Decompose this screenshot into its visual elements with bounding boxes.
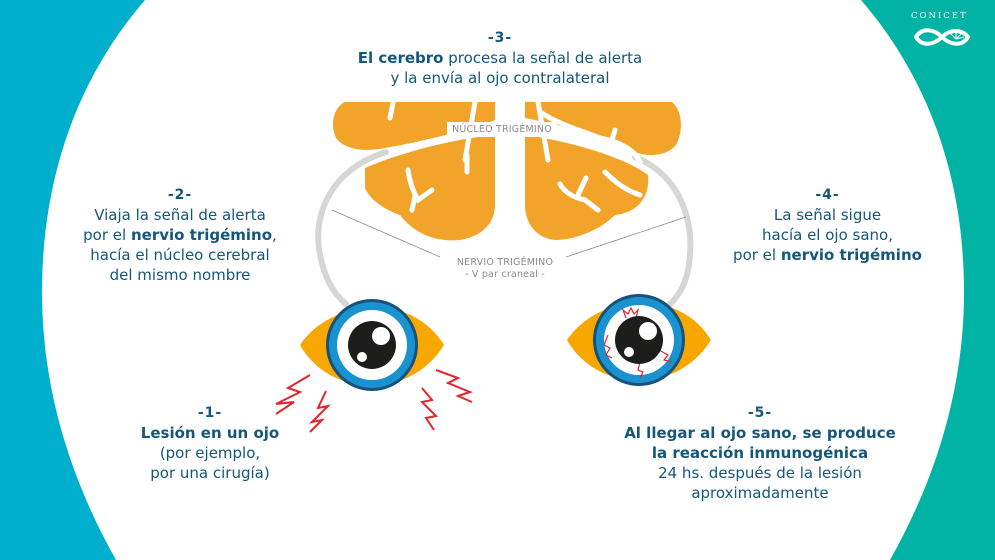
- right-nerve-arc: [632, 154, 694, 309]
- step-3-line-2: y la envía al ojo contralateral: [390, 69, 610, 87]
- step-1-bold: Lesión en un ojo: [140, 424, 280, 442]
- step-5-number: -5-: [747, 405, 773, 421]
- conicet-logo-text: CONICET: [911, 11, 968, 21]
- step-4-bold: nervio trigémino: [780, 246, 922, 264]
- white-center-ellipse: [42, 0, 964, 560]
- lightning-bolt-icon: [435, 369, 473, 403]
- step-2-line-4: del mismo nombre: [109, 266, 251, 284]
- step-4-block: -4- La señal sigue hacía el ojo sano, po…: [705, 185, 950, 265]
- conicet-infinity-sun-icon: [913, 28, 971, 46]
- lightning-bolt-icon: [308, 390, 332, 433]
- nerve-pointer-right: [565, 216, 687, 258]
- step-1-line-3: por una cirugía): [150, 464, 270, 482]
- step-3-line-1: El cerebro procesa la señal de alerta: [300, 48, 700, 68]
- step-1-block: -1- Lesión en un ojo (por ejemplo, por u…: [100, 403, 320, 483]
- injured-eye-icon: [300, 299, 444, 391]
- step-2-number: -2-: [167, 187, 193, 203]
- step-2-block: -2- Viaja la señal de alerta por el nerv…: [60, 185, 300, 285]
- step-1-line-2: (por ejemplo,: [159, 444, 261, 462]
- step-4-line-2: hacía el ojo sano,: [762, 226, 893, 244]
- step-2-line-2-post: ,: [272, 226, 277, 244]
- step-2-bold: nervio trigémino: [130, 226, 273, 244]
- nerve-sub-label-text: - V par craneal -: [465, 269, 545, 280]
- step-3-line-1-rest: procesa la señal de alerta: [443, 49, 643, 67]
- step-2-line-2-pre: por el: [83, 226, 131, 244]
- step-4-line-1: La señal sigue: [773, 206, 882, 224]
- step-2-line-3: hacía el núcleo cerebral: [90, 246, 270, 264]
- lightning-bolt-icon: [275, 374, 311, 415]
- step-1-number: -1-: [197, 405, 223, 421]
- nucleus-label-text: NÚCLEO TRIGÉMINO: [447, 122, 557, 137]
- step-2-line-1: Viaja la señal de alerta: [94, 206, 266, 224]
- nerve-label-text: NERVIO TRIGÉMINO: [456, 257, 554, 268]
- step-5-line-3: 24 hs. después de la lesión: [658, 464, 862, 482]
- step-2-line-2: por el nervio trigémino,: [60, 225, 300, 245]
- left-nerve-arc: [315, 149, 389, 307]
- step-5-bold-2: la reacción inmunogénica: [651, 444, 869, 462]
- nucleus-label: NÚCLEO TRIGÉMINO: [432, 122, 572, 137]
- step-3-block: -3- El cerebro procesa la señal de alert…: [300, 28, 700, 88]
- inflamed-eye-icon: [567, 294, 711, 386]
- nerve-label: NERVIO TRIGÉMINO - V par craneal -: [430, 257, 580, 281]
- step-5-bold-1: Al llegar al ojo sano, se produce: [624, 424, 896, 442]
- step-3-bold: El cerebro: [357, 49, 444, 67]
- lightning-bolt-icon: [419, 387, 439, 431]
- nerve-pointer-left: [331, 209, 441, 258]
- step-4-line-3: por el nervio trigémino: [705, 245, 950, 265]
- step-5-block: -5- Al llegar al ojo sano, se produce la…: [590, 403, 930, 503]
- step-4-number: -4-: [815, 187, 840, 203]
- step-3-number: -3-: [487, 30, 513, 46]
- step-4-line-3-pre: por el: [733, 246, 781, 264]
- step-5-line-4: aproximadamente: [691, 484, 829, 502]
